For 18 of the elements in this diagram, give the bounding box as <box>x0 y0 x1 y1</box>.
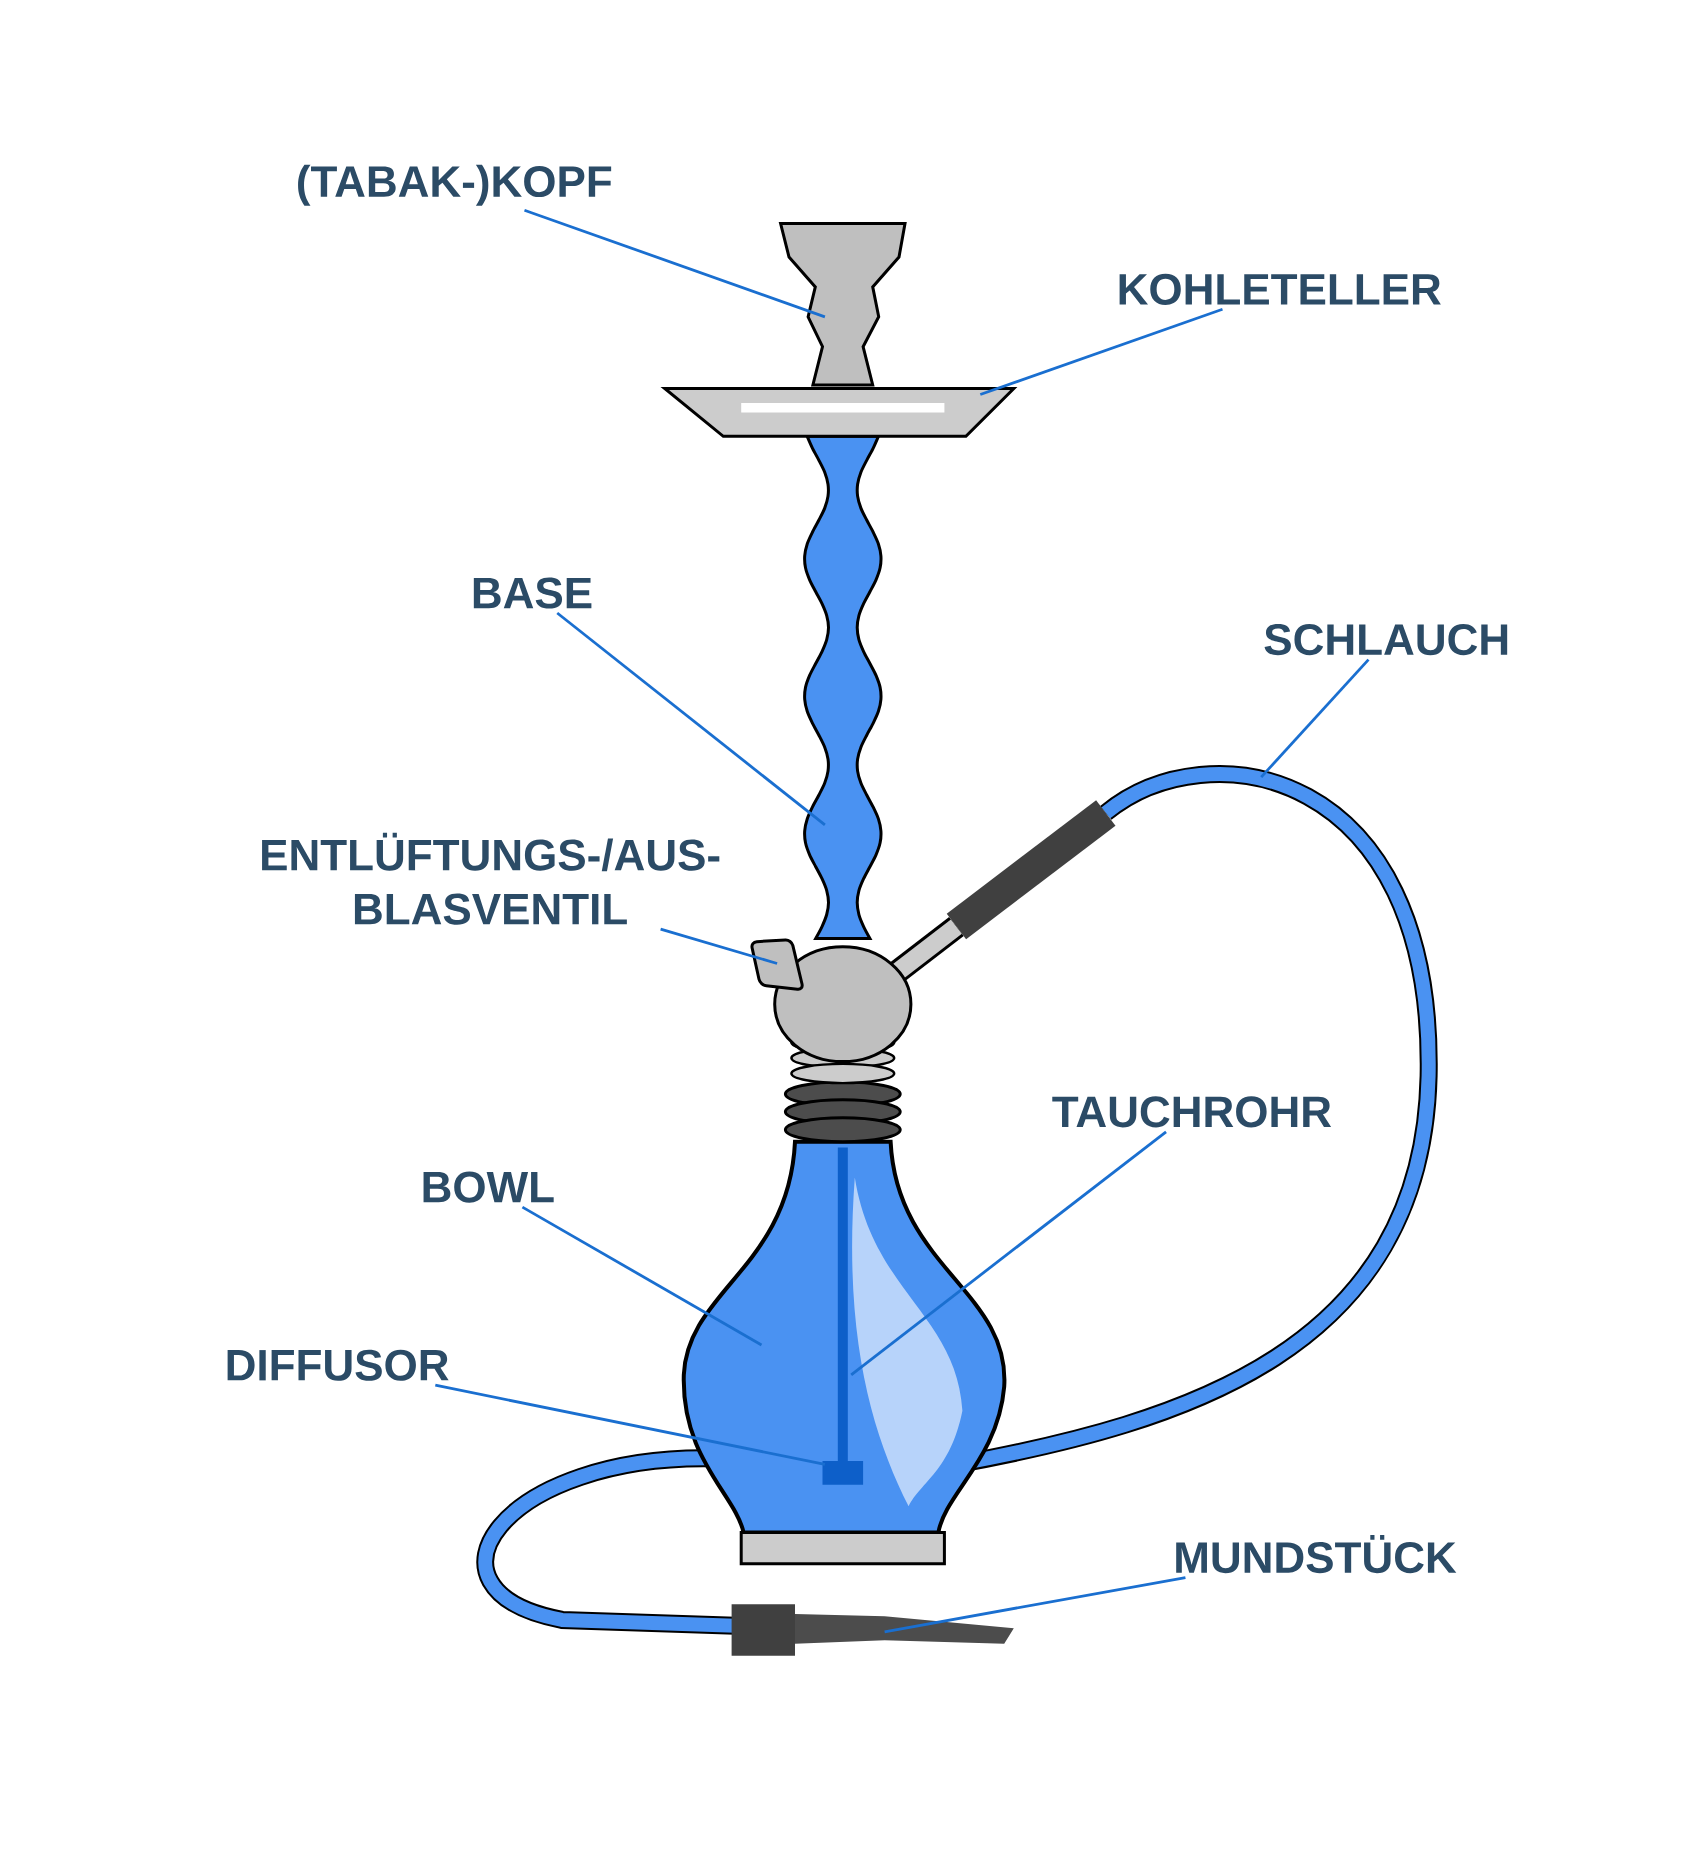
leader-line <box>521 1205 763 1347</box>
part-label: MUNDSTÜCK <box>1176 1535 1457 1574</box>
leader-line <box>660 927 778 965</box>
leader-line <box>556 611 826 826</box>
part-label: ENTLÜFTUNGS-/AUS- BLASVENTIL <box>262 832 720 925</box>
part-label: DIFFUSOR <box>227 1349 449 1381</box>
leader-line <box>884 1576 1186 1634</box>
leader-line <box>435 1383 826 1466</box>
leader-line <box>523 208 826 319</box>
part-label: KOHLETELLER <box>1119 273 1441 305</box>
part-label: SCHLAUCH <box>1264 624 1508 656</box>
part-label: TAUCHROHR <box>1052 1096 1332 1128</box>
leader-line <box>850 1130 1167 1376</box>
leader-line <box>979 307 1223 396</box>
leader-line <box>1260 658 1370 779</box>
part-label: BOWL <box>423 1171 554 1203</box>
part-label: BASE <box>473 577 592 609</box>
part-label: (TABAK-)KOPF <box>298 164 612 206</box>
